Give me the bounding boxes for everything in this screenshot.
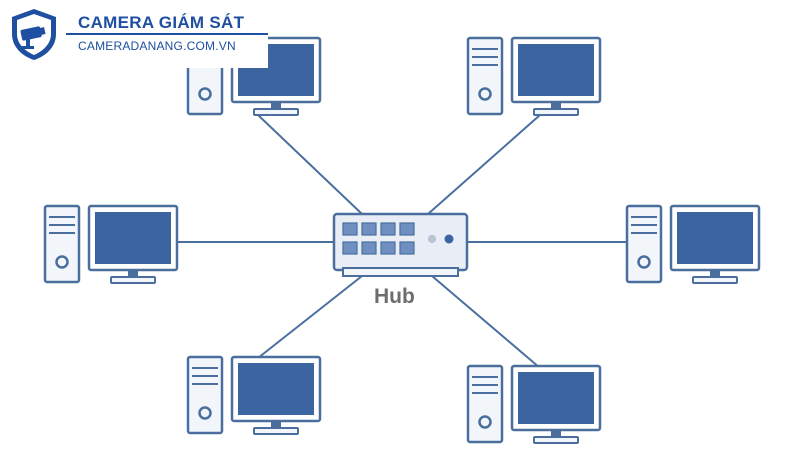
link-bottom-right: [431, 275, 541, 369]
connection-lines: [178, 114, 632, 369]
link-top-right: [427, 114, 541, 215]
computer-icon: [466, 364, 602, 445]
computer-icon: [625, 204, 761, 285]
computer-icon: [43, 204, 179, 285]
link-top-left: [257, 114, 363, 215]
brand-divider: [66, 33, 268, 35]
brand-website: CAMERADANANG.COM.VN: [78, 39, 236, 53]
computer-icon: [186, 355, 322, 436]
brand-logo: CAMERA GIÁM SÁT CAMERADANANG.COM.VN: [0, 0, 268, 68]
link-bottom-left: [257, 275, 363, 359]
hub-label: Hub: [374, 285, 415, 308]
hub-icon: [332, 212, 469, 277]
computer-icon: [466, 36, 602, 117]
brand-title: CAMERA GIÁM SÁT: [78, 13, 245, 32]
shield-camera-icon: [12, 9, 56, 60]
